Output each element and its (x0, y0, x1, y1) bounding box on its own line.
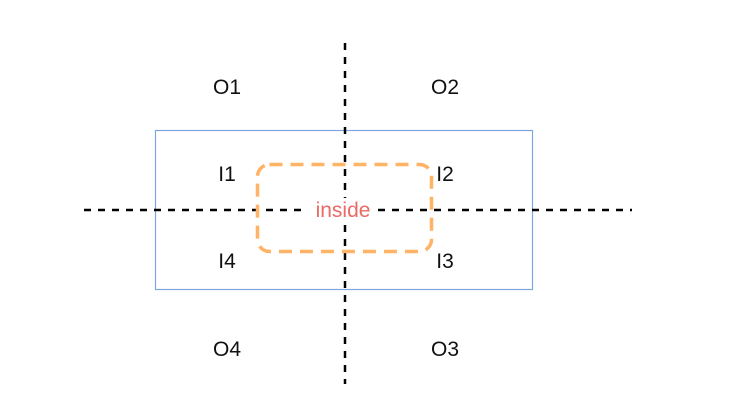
inside-label: inside (316, 199, 371, 222)
inside-region-rectangle (255, 162, 434, 254)
label-o3: O3 (431, 338, 459, 361)
label-i3: I3 (436, 250, 454, 273)
label-i4: I4 (218, 250, 236, 273)
label-i2: I2 (436, 163, 454, 186)
inside-label-background (308, 198, 378, 222)
label-o4: O4 (213, 338, 241, 361)
label-o2: O2 (431, 76, 459, 99)
label-o1: O1 (213, 76, 241, 99)
label-i1: I1 (218, 163, 236, 186)
